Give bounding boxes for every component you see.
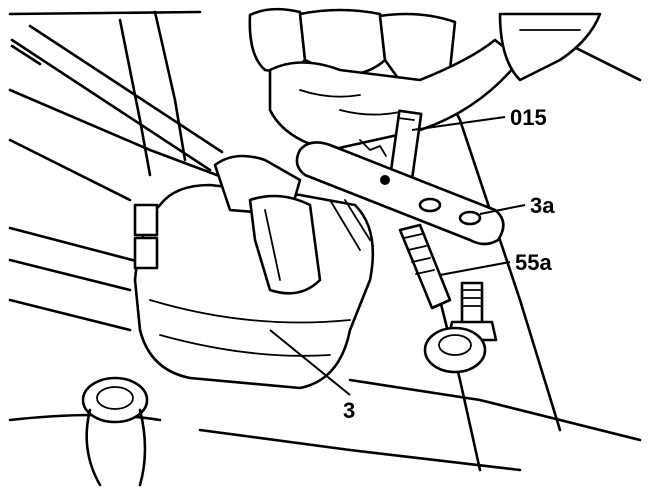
threaded-stud (423, 281, 498, 374)
callout-3a: 3a (530, 193, 555, 218)
callout-015: 015 (510, 105, 547, 130)
grommet (81, 376, 149, 487)
leader-015 (411, 116, 506, 131)
control-rod (10, 24, 224, 172)
leader-3 (269, 329, 351, 396)
rod-55a (398, 223, 452, 310)
leader-lines (269, 116, 526, 396)
leader-55a (439, 261, 511, 276)
callout-3: 3 (343, 398, 355, 423)
bracket-3a (295, 139, 505, 246)
leader-3a (479, 204, 526, 215)
unit-3-housing (133, 154, 375, 390)
hand-illustration (248, 7, 522, 152)
upper-right-bracket (498, 12, 602, 82)
callout-55a: 55a (515, 250, 552, 275)
